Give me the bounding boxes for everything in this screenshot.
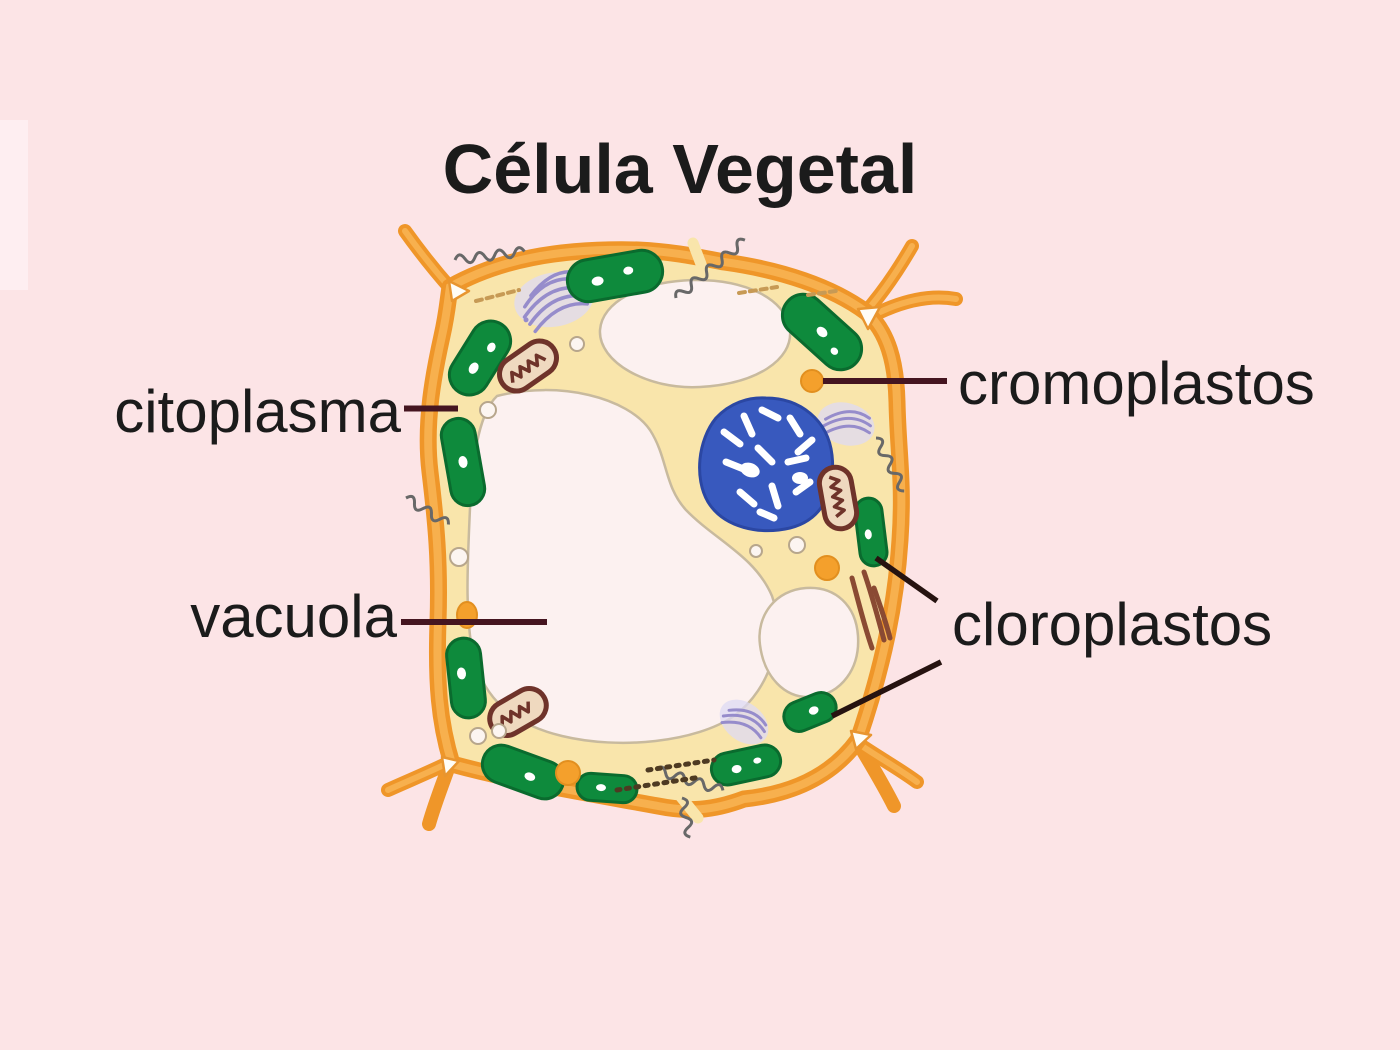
fiber-cluster (849, 569, 893, 651)
mitochondria (487, 338, 893, 738)
golgi-3 (719, 699, 769, 745)
label-vacuola: vacuola (190, 583, 397, 650)
cytoplasm-texture-marks (474, 285, 838, 303)
chromoplast-target (800, 369, 824, 393)
label-cromoplastos: cromoplastos (958, 350, 1315, 417)
golgi-2 (817, 402, 875, 446)
vesicles (449, 336, 806, 745)
background-light-patch (0, 120, 28, 290)
ribosome-chains (405, 237, 905, 839)
vacuole (466, 278, 860, 745)
plasmodesma-gap-top (687, 237, 710, 278)
er-dotted-rows (614, 757, 717, 793)
cloroplastos-leader-line-1 (874, 555, 939, 604)
nucleus (698, 396, 835, 532)
cell-corner-junctions (440, 279, 882, 778)
annotation-layer: citoplasma vacuola cromoplastos cloropla… (114, 350, 1315, 719)
chromatin (720, 406, 816, 522)
plasmodesma-gap-bottom (675, 791, 704, 824)
cloroplastos-leader-line-2 (830, 659, 943, 719)
label-cloroplastos: cloroplastos (952, 591, 1272, 658)
chloroplasts (439, 248, 889, 805)
cell (381, 224, 963, 839)
label-citoplasma: citoplasma (114, 378, 401, 445)
page-title: Célula Vegetal (443, 130, 918, 208)
vacuole-small (758, 586, 860, 699)
